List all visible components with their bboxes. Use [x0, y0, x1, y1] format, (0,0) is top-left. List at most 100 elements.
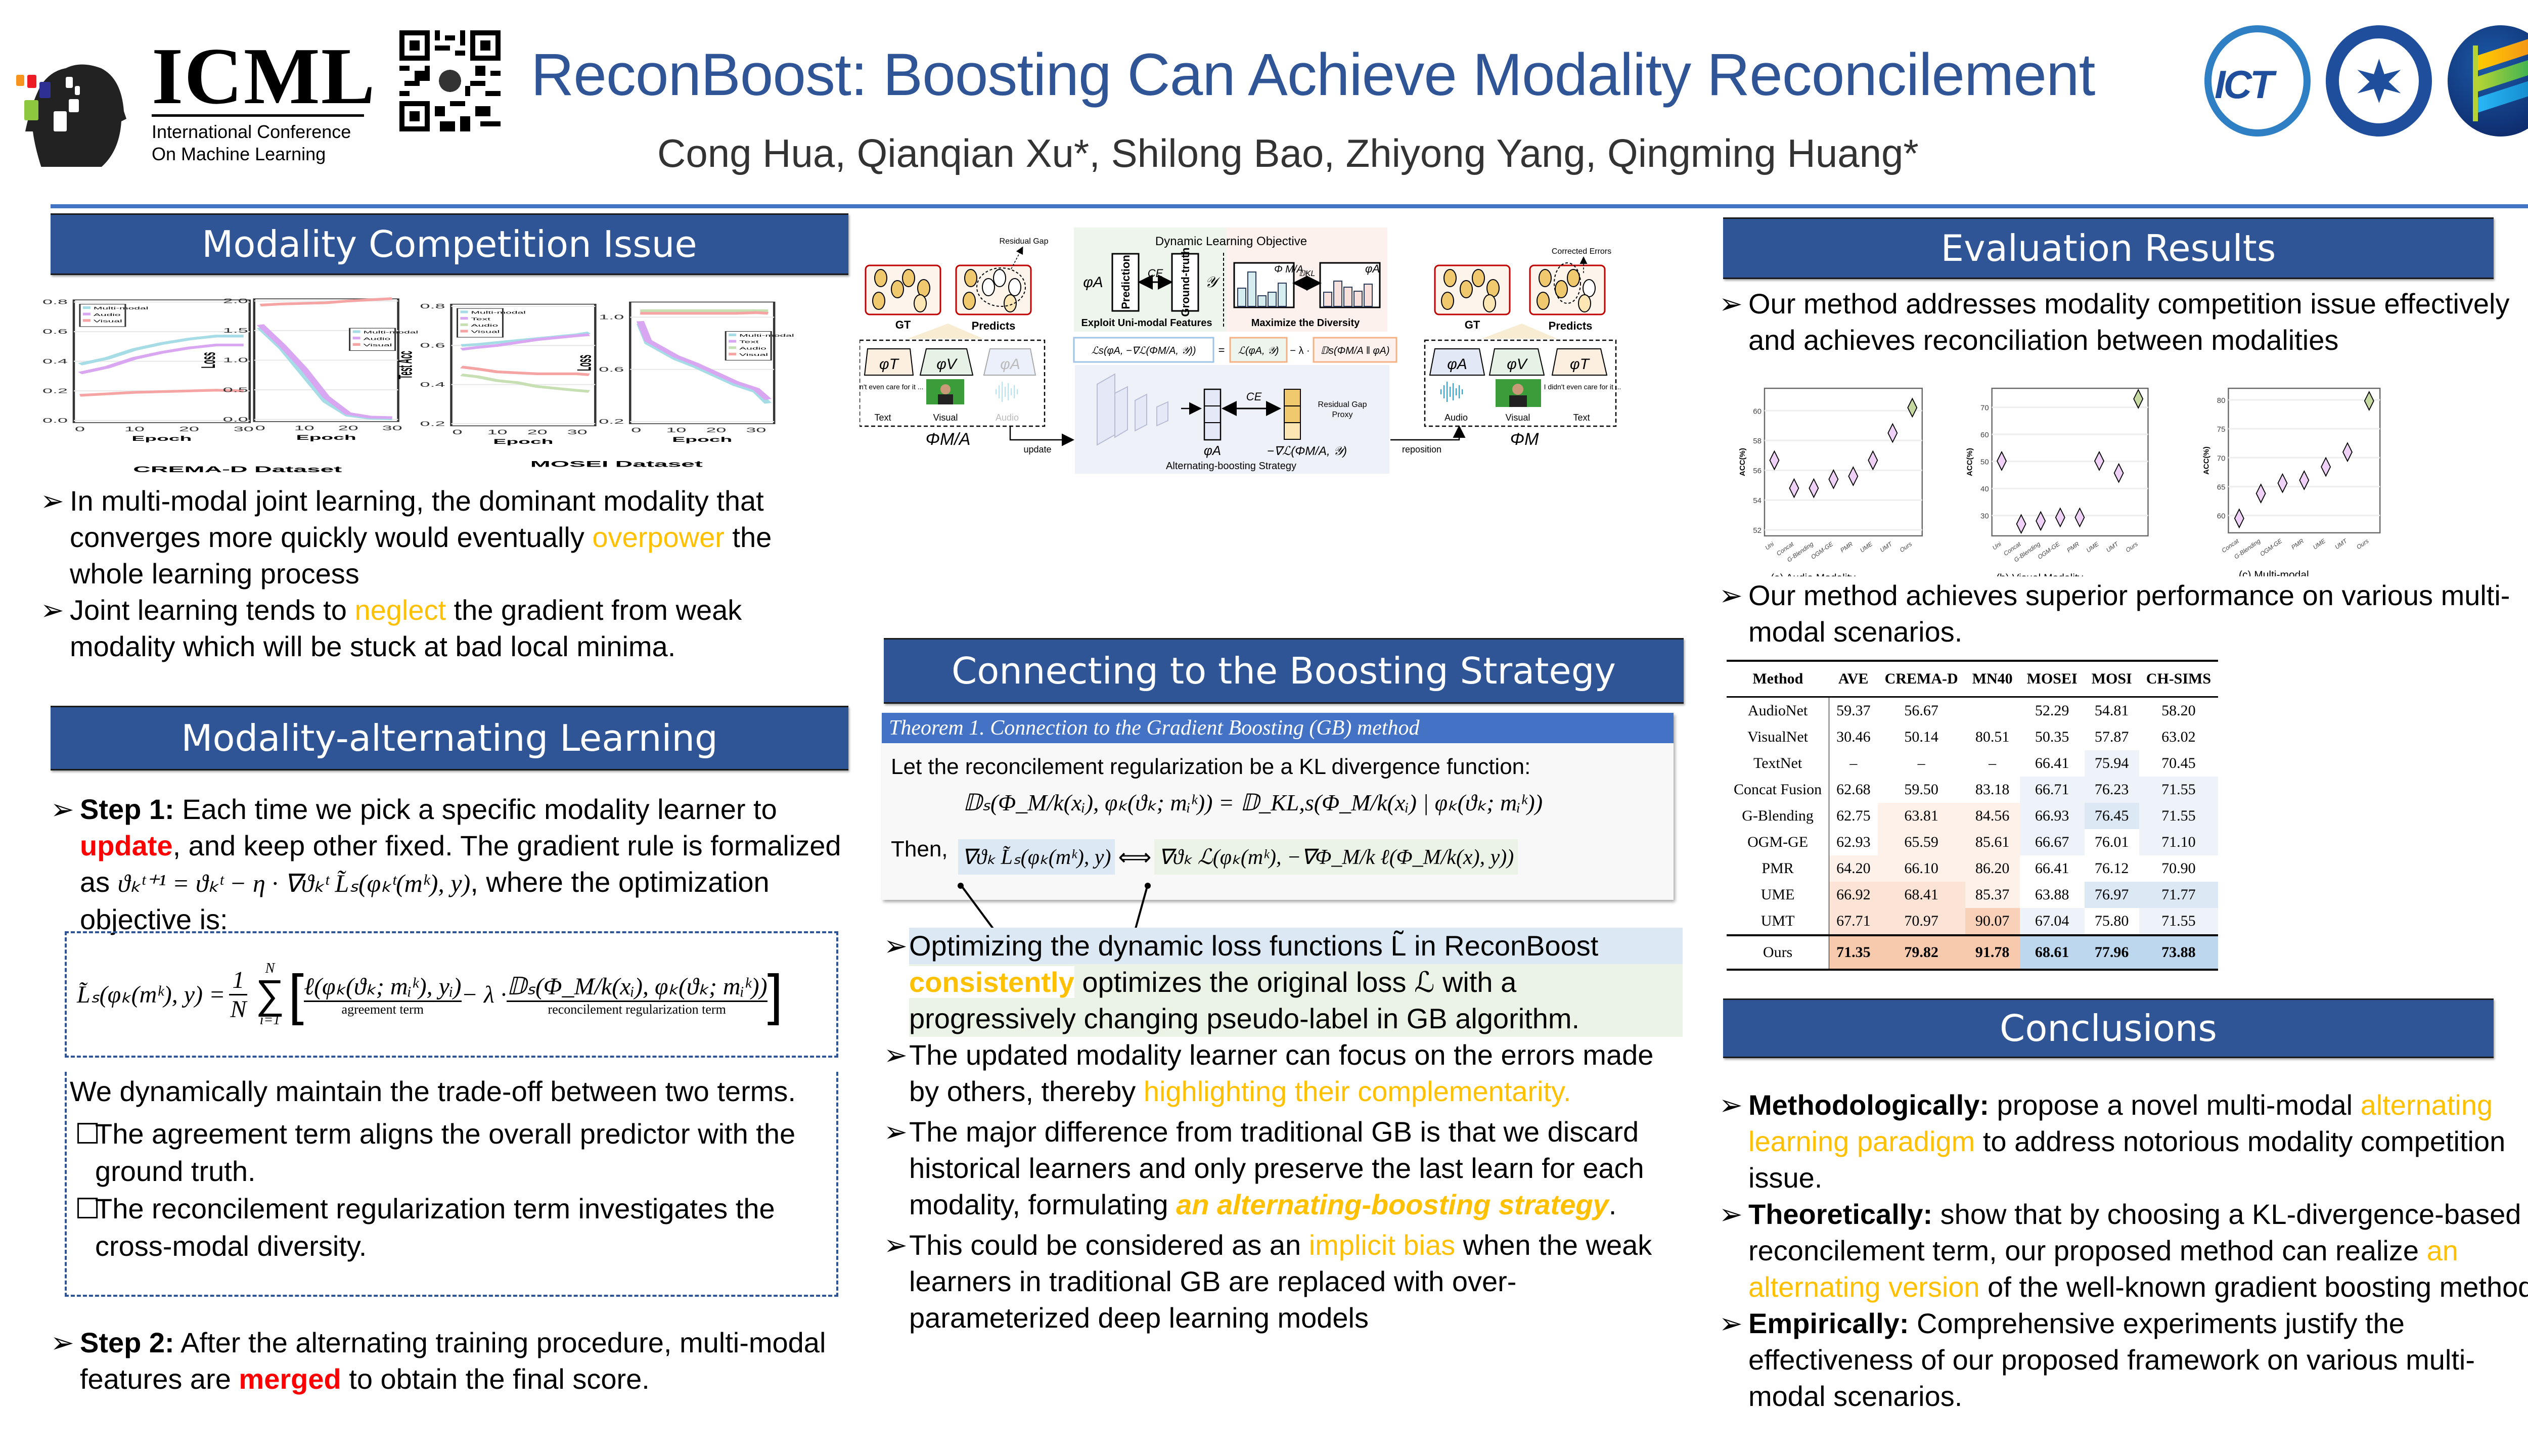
- result-cell: –: [1989, 755, 1997, 771]
- x-tick-label: UME: [2312, 537, 2327, 551]
- y-tick-label: 40: [1980, 485, 1989, 493]
- bullet-text: Our method achieves superior performance…: [1748, 579, 2510, 648]
- y-tick-label: 60: [1980, 431, 1989, 439]
- maximize-label: Maximize the Diversity: [1251, 317, 1360, 329]
- section-header-alternating: Modality-alternating Learning: [51, 706, 848, 770]
- data-point-ume: [2094, 450, 2104, 471]
- section-header-competition: Modality Competition Issue: [51, 213, 848, 275]
- y-axis-label: ACC(%): [1966, 448, 1974, 476]
- plot-frame: [1764, 387, 1923, 537]
- y-tick-label: 70: [1980, 404, 1989, 413]
- conclusion-text: show that by choosing a KL-divergence-ba…: [1748, 1198, 2521, 1266]
- method-name: Concat Fusion: [1727, 777, 1830, 803]
- data-point-umt: [2342, 442, 2353, 463]
- diagram-canvas: Dynamic Learning Objective Prediction Gr…: [846, 222, 1719, 617]
- result-cell: 76.12: [2094, 860, 2129, 877]
- caption-mosei: MOSEI Dataset: [530, 459, 703, 469]
- x-tick-label: UMT: [2333, 537, 2349, 551]
- phi-a-label: φA: [1083, 274, 1103, 291]
- series-line-text: [460, 333, 591, 351]
- agreement-term-formula: ℓ(φₖ(ϑₖ; mᵢᵏ), yᵢ): [303, 972, 462, 1002]
- result-cell: 59.50: [1904, 781, 1938, 798]
- result-cell: 62.68: [1836, 781, 1871, 798]
- evaluation-bullet-2: ➢Our method achieves superior performanc…: [1719, 577, 2528, 650]
- eq-equals: =: [1218, 344, 1225, 356]
- y-tick-label: 0.6: [42, 328, 68, 335]
- predicts-label-left: Predicts: [972, 320, 1016, 332]
- bullet1-line2: optimizes the original loss ℒ with a: [1074, 966, 1517, 998]
- caption-crema-d: CREMA-D Dataset: [133, 465, 342, 474]
- evaluation-bullet-1-text: ➢Our method addresses modality competiti…: [1719, 286, 2528, 358]
- legend-label: Multi-modal: [364, 331, 418, 335]
- method-name: OGM-GE: [1727, 829, 1830, 855]
- y-tick-label: 52: [1753, 526, 1762, 535]
- x-tick-label: Ours: [2125, 540, 2139, 554]
- result-cell: 63.88: [2035, 886, 2069, 903]
- result-cell: 76.45: [2084, 803, 2139, 829]
- qr-code-icon[interactable]: [399, 30, 501, 131]
- section-header-boosting: Connecting to the Boosting Strategy: [884, 638, 1684, 704]
- legend-label: Multi-modal: [739, 334, 794, 338]
- x-axis-label: Epoch: [296, 434, 356, 441]
- square-bullet-icon: ☐: [75, 1193, 101, 1224]
- y-axis-label: Loss: [198, 352, 219, 368]
- series-line-audio: [460, 373, 591, 393]
- legend-swatch: [352, 330, 360, 333]
- column-header: MOSI: [2091, 670, 2132, 687]
- result-cell: 66.67: [2019, 829, 2085, 855]
- result-cell: 62.93: [1836, 834, 1871, 850]
- x-tick-label: Uni: [1991, 540, 2003, 552]
- arrow-bullet-icon: ➢: [884, 1039, 908, 1071]
- legend-label: Visual: [94, 319, 122, 323]
- update-label: update: [1023, 444, 1051, 454]
- bullet1-line1: Optimizing the dynamic loss functions L̃…: [909, 928, 1683, 964]
- ict-logo-icon: ICT: [2204, 25, 2311, 136]
- result-cell: 71.55: [2139, 803, 2219, 829]
- y-tick-label: 0.4: [420, 381, 445, 388]
- quote-left: I didn't even care for it ...: [860, 383, 923, 391]
- legend-label: Text: [739, 340, 759, 344]
- result-cell: 63.81: [1877, 803, 1965, 829]
- square-bullet-icon: ☐: [75, 1118, 101, 1150]
- result-cell: 65.59: [1877, 829, 1965, 855]
- step1-label: Step 1:: [80, 793, 174, 825]
- agreement-term-label: agreement term: [341, 1002, 424, 1017]
- result-cell: 50.35: [2035, 729, 2069, 745]
- y-tick-label: 2.0: [223, 297, 248, 304]
- method-name: TextNet: [1727, 750, 1830, 777]
- method-name: PMR: [1727, 855, 1830, 882]
- result-cell: 63.02: [2161, 729, 2196, 745]
- exploit-label: Exploit Uni-modal Features: [1081, 317, 1212, 329]
- x-tick-label: Ours: [1899, 540, 1913, 554]
- step2-emphasis: merged: [239, 1363, 341, 1395]
- result-cell-best: 68.61: [2019, 935, 2085, 970]
- result-cell: 71.10: [2139, 829, 2219, 855]
- legend-label: Audio: [739, 346, 766, 350]
- gt-label-right: GT: [1465, 318, 1480, 331]
- result-cell: 70.97: [1877, 908, 1965, 935]
- icml-line1: International Conference: [152, 121, 351, 142]
- result-cell: 84.56: [1965, 803, 2020, 829]
- bullet-text: when the weak learners in traditional GB…: [909, 1229, 1652, 1334]
- result-cell: –: [1917, 755, 1925, 771]
- icml-rule: [152, 114, 364, 117]
- result-cell: 67.71: [1829, 908, 1878, 935]
- x-tick-label: 0: [631, 427, 641, 434]
- y-axis-label: Test Acc: [395, 351, 417, 379]
- result-cell-best: 79.82: [1877, 935, 1965, 970]
- method-name: G-Blending: [1727, 803, 1830, 829]
- pred-dots-right: [1537, 269, 1596, 312]
- conclusion-highlight: an alternating version: [1748, 1235, 2458, 1303]
- result-cell: 58.20: [2161, 702, 2196, 719]
- legend-label: Multi-modal: [94, 306, 148, 310]
- data-point-ours: [1907, 397, 1918, 418]
- result-cell: 76.01: [2094, 834, 2129, 850]
- eq-mid: ℒ(φA, 𝒴): [1238, 345, 1279, 356]
